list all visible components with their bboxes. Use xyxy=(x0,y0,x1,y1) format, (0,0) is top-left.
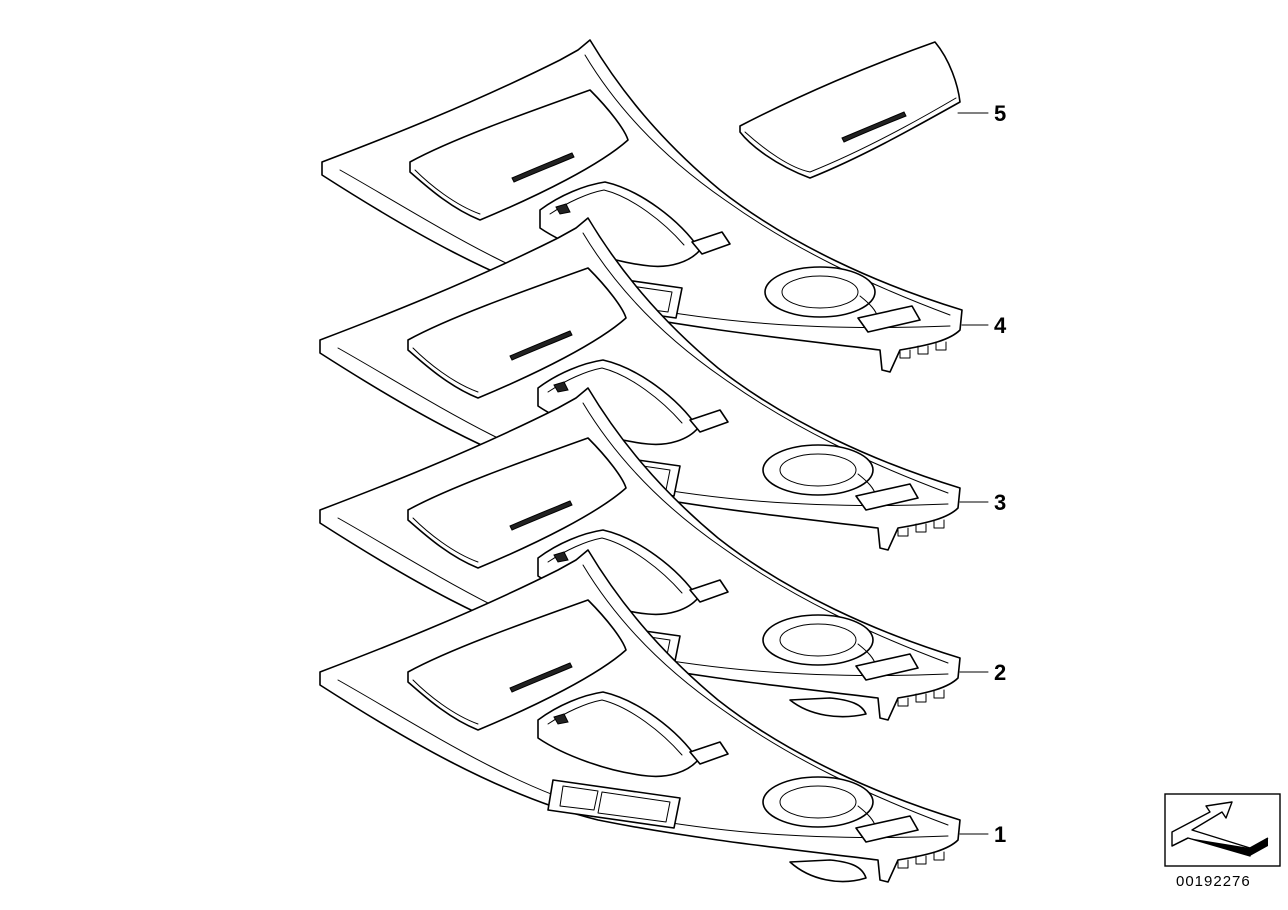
leader-lines xyxy=(957,112,989,835)
part-2-trim-panel xyxy=(319,387,961,721)
part-5-lid xyxy=(739,41,961,179)
callout-1: 1 xyxy=(994,822,1006,847)
callout-5: 5 xyxy=(994,101,1006,126)
callout-4: 4 xyxy=(994,313,1007,338)
direction-arrow-icon xyxy=(1164,793,1281,867)
callout-3: 3 xyxy=(994,490,1006,515)
part-1-trim-panel xyxy=(319,549,961,883)
callout-2: 2 xyxy=(994,660,1006,685)
reference-number: 00192276 xyxy=(1176,873,1251,890)
